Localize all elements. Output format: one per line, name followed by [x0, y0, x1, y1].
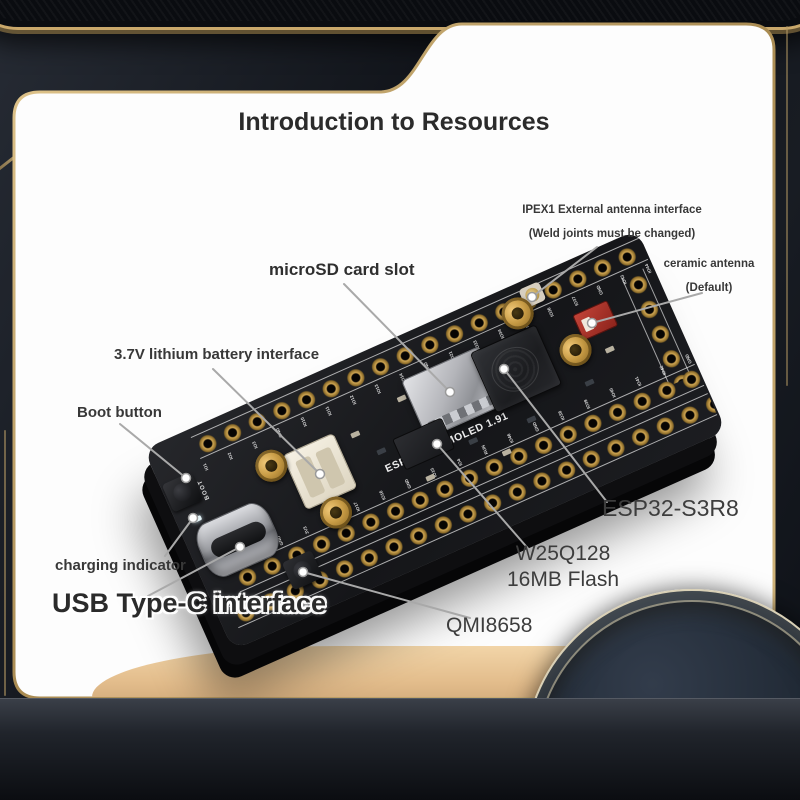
pin-label: IO43 [619, 273, 629, 285]
pin-label: IO11 [324, 405, 333, 417]
pin-label: IO38 [556, 410, 566, 422]
callout-ipex-line1: IPEX1 External antenna interface [522, 204, 702, 216]
callout-ceramic-antenna: ceramic antenna (Default) [664, 252, 755, 300]
device-corner-photo [0, 0, 800, 30]
pin-label: IO12 [348, 394, 358, 406]
callout-flash-line1: W25Q128 [515, 542, 611, 565]
pin-label: IO2 [226, 451, 235, 461]
pin-label: GND [274, 427, 284, 439]
callout-usb-type-c: USB Type-C interface [52, 588, 327, 618]
pin-label: GND [403, 478, 413, 490]
pin-label: IO40 [607, 387, 617, 399]
pin-label: IO3 [251, 440, 259, 450]
callout-battery: 3.7V lithium battery interface [114, 346, 320, 363]
page-title: Introduction to Resources [238, 108, 550, 136]
callout-ipex: IPEX1 External antenna interface (Weld j… [522, 198, 702, 246]
pin-label: IO13 [373, 383, 382, 395]
callout-ceramic-line1: ceramic antenna [663, 258, 755, 270]
pin-label: IO10 [299, 416, 308, 428]
pin-label: IO16 [377, 489, 387, 501]
photo-bottom-band [0, 698, 800, 800]
callout-ceramic-line2: (Default) [685, 282, 733, 294]
callout-boot-button: Boot button [77, 404, 162, 421]
callout-flash: W25Q128 16MB Flash [507, 541, 619, 593]
callout-esp32-s3r8: ESP32-S3R8 [602, 495, 739, 521]
callout-charging-indicator: charging indicator [55, 557, 186, 574]
pin-label: GND [594, 284, 604, 296]
pin-label: IO17 [352, 501, 361, 513]
gold-trim-streak [4, 430, 6, 696]
pin-label: IO42 [659, 364, 668, 376]
pin-label: 3V3 [302, 525, 310, 535]
pin-label: RUN [480, 444, 489, 456]
pin-label: IO37 [570, 295, 579, 307]
gold-trim-streak [786, 26, 788, 386]
pin-label: IO4 [455, 458, 464, 467]
pin-label: IO39 [582, 398, 591, 410]
callout-qmi8658: QMI8658 [446, 614, 533, 637]
pin-label: IO36 [545, 306, 555, 318]
pin-label: IO46 [505, 432, 515, 444]
callout-microsd: microSD card slot [269, 260, 415, 279]
callout-flash-line2: 16MB Flash [506, 568, 620, 591]
callout-ipex-line2: (Weld joints must be changed) [528, 228, 696, 240]
pin-label: IO41 [633, 376, 643, 388]
